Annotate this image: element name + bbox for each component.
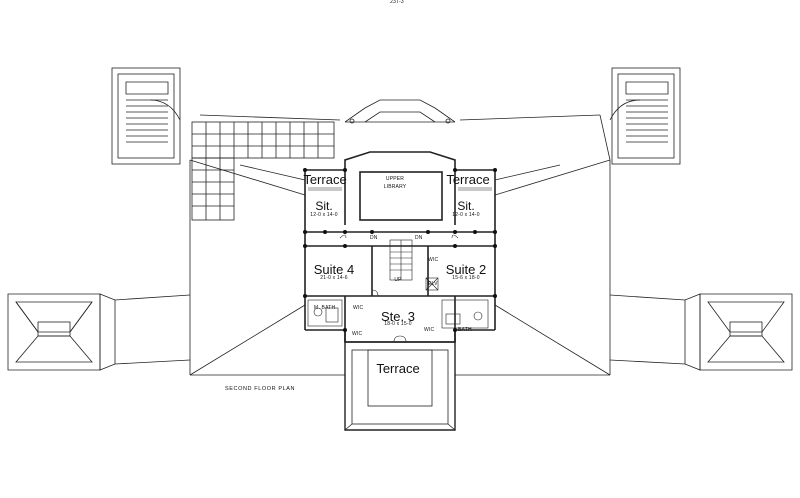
library-roof xyxy=(344,99,456,124)
upper-library-label-line1: UPPER xyxy=(385,176,405,182)
suite2-size: 15-6 x 18-0 xyxy=(452,275,480,281)
terrace-right-label: Terrace xyxy=(446,172,490,187)
wic-left-label: WIC xyxy=(353,305,364,311)
plan-title: SECOND FLOOR PLAN xyxy=(225,386,296,392)
down-left-label: DN xyxy=(370,235,378,241)
left-stair-tower xyxy=(111,67,181,165)
columns xyxy=(303,168,497,332)
suite3-label: Ste. 3 xyxy=(381,309,415,324)
right-wing-roof xyxy=(609,293,793,371)
elevator-label: ELV xyxy=(428,281,438,287)
sit-right-size: 12-0 x 14-0 xyxy=(452,212,480,218)
sit-left-size: 12-0 x 14-0 xyxy=(310,212,338,218)
interior-details xyxy=(307,187,492,343)
left-wing-roof xyxy=(7,293,191,371)
upper-library-label-line2: LIBRARY xyxy=(383,184,407,190)
suite4-size: 21-0 x 14-6 xyxy=(320,275,348,281)
suite3-size: 18-0 x 15-0 xyxy=(384,321,412,327)
sit-right-label: Sit. xyxy=(457,199,475,213)
sit-left-label: Sit. xyxy=(315,199,333,213)
wic-right-label: WIC xyxy=(428,257,439,263)
bottom-terrace xyxy=(344,341,456,431)
right-stair-tower xyxy=(609,67,681,165)
terrace-bottom-label: Terrace xyxy=(376,361,420,376)
bath-label: BATH xyxy=(458,327,472,333)
up-label: UP xyxy=(394,277,402,283)
wic-bottom-left-label: WIC xyxy=(352,331,363,337)
roof-lines xyxy=(189,114,611,376)
down-right-label: DN xyxy=(415,235,423,241)
page-number: 23T-3 xyxy=(390,0,404,5)
master-bath-label: M. BATH xyxy=(314,305,336,311)
wic-bottom-right-label: WIC xyxy=(424,327,435,333)
suite4-label: Suite 4 xyxy=(313,262,355,277)
roof-tile-grid xyxy=(191,121,335,221)
terrace-left-label: Terrace xyxy=(303,172,347,187)
suite2-label: Suite 2 xyxy=(445,262,487,277)
